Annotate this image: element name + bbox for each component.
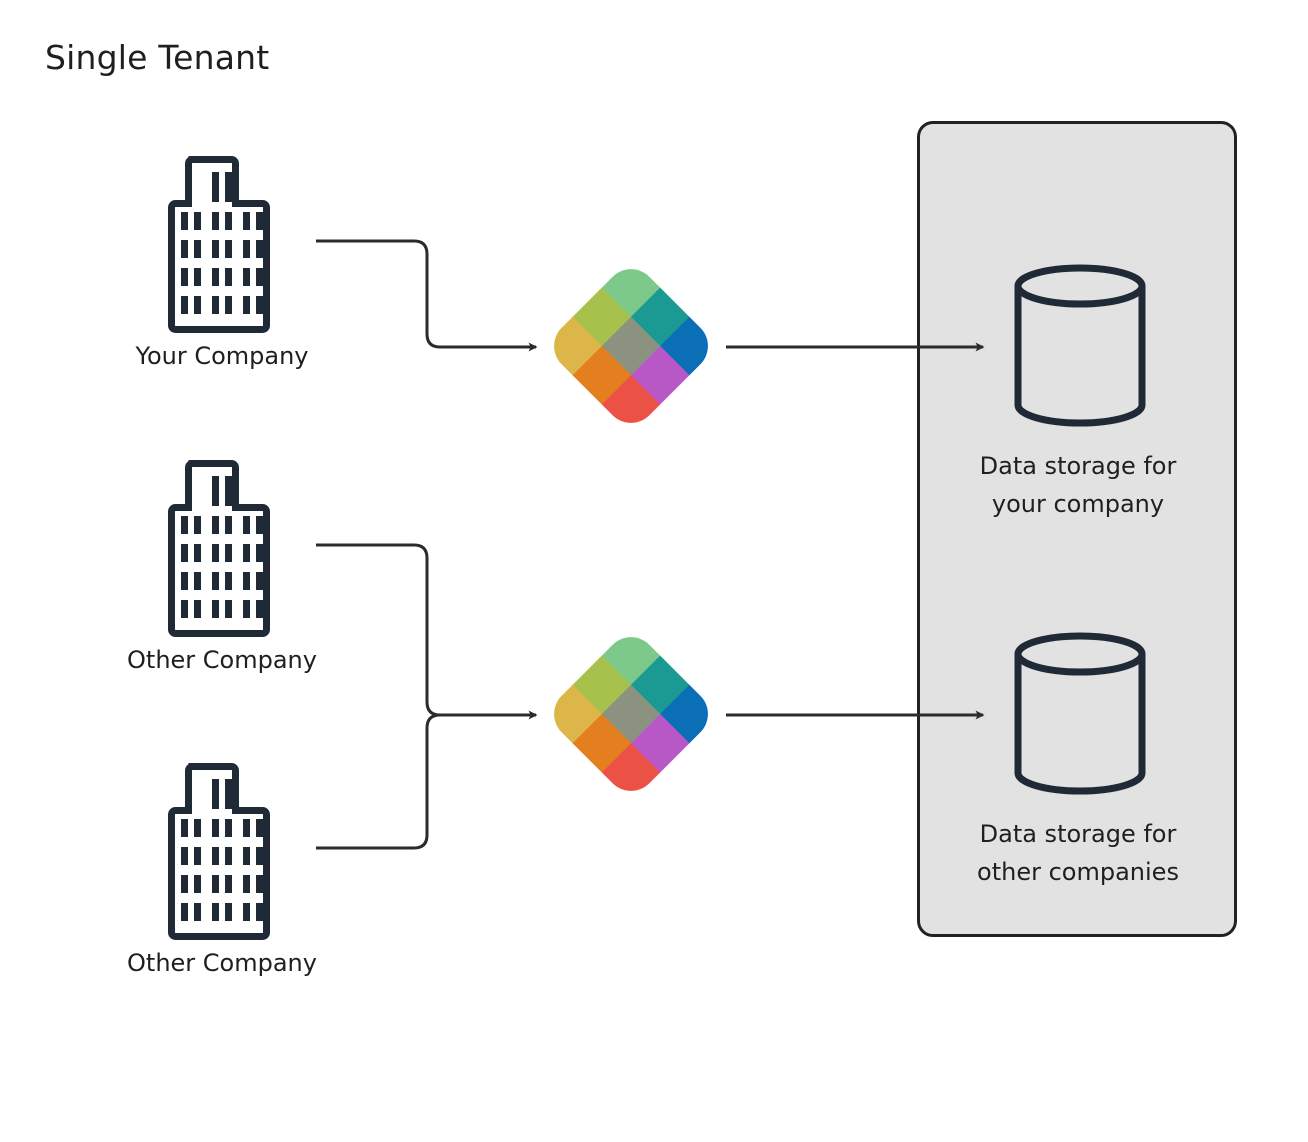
window — [212, 268, 219, 286]
window — [256, 516, 263, 534]
connector-other-company-1-to-app-2 — [316, 543, 538, 720]
window — [181, 268, 188, 286]
window — [194, 600, 201, 618]
company-label-other-company-2: Other Company — [127, 949, 317, 977]
window — [194, 296, 201, 314]
window — [225, 516, 232, 534]
window — [181, 600, 188, 618]
window — [225, 847, 232, 865]
window — [256, 212, 263, 230]
building-icon-other-company-1 — [168, 460, 270, 637]
window — [212, 516, 219, 534]
window — [181, 903, 188, 921]
storage-label-your-company: Data storage for your company — [918, 447, 1238, 523]
building-icon-other-company-2 — [168, 763, 270, 940]
window — [225, 903, 232, 921]
window — [194, 572, 201, 590]
company-label-other-company-1: Other Company — [127, 646, 317, 674]
storage-label-line2: other companies — [977, 858, 1179, 886]
window — [225, 296, 232, 314]
window — [256, 240, 263, 258]
window — [225, 268, 232, 286]
app-logo-icon-1 — [543, 258, 719, 434]
connector-other-company-2-to-app-2 — [316, 713, 441, 850]
window — [225, 600, 232, 618]
storage-label-other-companies: Data storage for other companies — [918, 815, 1238, 891]
window — [194, 212, 201, 230]
window — [181, 847, 188, 865]
window — [243, 544, 250, 562]
storage-label-line1: Data storage for — [979, 820, 1177, 848]
window — [225, 572, 232, 590]
window — [243, 268, 250, 286]
window — [194, 819, 201, 837]
window — [181, 296, 188, 314]
building-icon-your-company — [168, 156, 270, 333]
window — [225, 875, 232, 893]
window — [243, 600, 250, 618]
window — [243, 296, 250, 314]
window — [194, 516, 201, 534]
storage-container — [917, 121, 1237, 937]
connector-your-company-to-app-1 — [316, 239, 538, 352]
window — [256, 296, 263, 314]
window — [225, 212, 232, 230]
window — [225, 544, 232, 562]
window — [181, 212, 188, 230]
window — [225, 819, 232, 837]
window — [181, 240, 188, 258]
window — [243, 572, 250, 590]
window — [243, 847, 250, 865]
window — [243, 875, 250, 893]
window — [181, 544, 188, 562]
window — [243, 516, 250, 534]
window — [181, 819, 188, 837]
window — [243, 212, 250, 230]
window — [225, 240, 232, 258]
window — [194, 240, 201, 258]
window — [194, 268, 201, 286]
window — [181, 516, 188, 534]
window — [212, 296, 219, 314]
diagram-title: Single Tenant — [45, 38, 270, 77]
window — [256, 600, 263, 618]
window — [194, 544, 201, 562]
window — [256, 903, 263, 921]
window — [243, 819, 250, 837]
window — [181, 572, 188, 590]
window — [194, 903, 201, 921]
storage-label-line1: Data storage for — [979, 452, 1177, 480]
window — [181, 875, 188, 893]
window — [212, 240, 219, 258]
window — [212, 212, 219, 230]
window — [256, 875, 263, 893]
window — [212, 572, 219, 590]
window — [212, 847, 219, 865]
company-label-your-company: Your Company — [135, 342, 309, 370]
window — [194, 847, 201, 865]
window — [243, 903, 250, 921]
window — [194, 875, 201, 893]
window — [212, 544, 219, 562]
window — [256, 572, 263, 590]
window — [256, 268, 263, 286]
window — [212, 600, 219, 618]
window — [212, 903, 219, 921]
window — [212, 819, 219, 837]
window — [243, 240, 250, 258]
window — [256, 847, 263, 865]
window — [256, 544, 263, 562]
storage-label-line2: your company — [991, 490, 1165, 518]
window — [256, 819, 263, 837]
window — [212, 875, 219, 893]
app-logo-icon-2 — [543, 626, 719, 802]
